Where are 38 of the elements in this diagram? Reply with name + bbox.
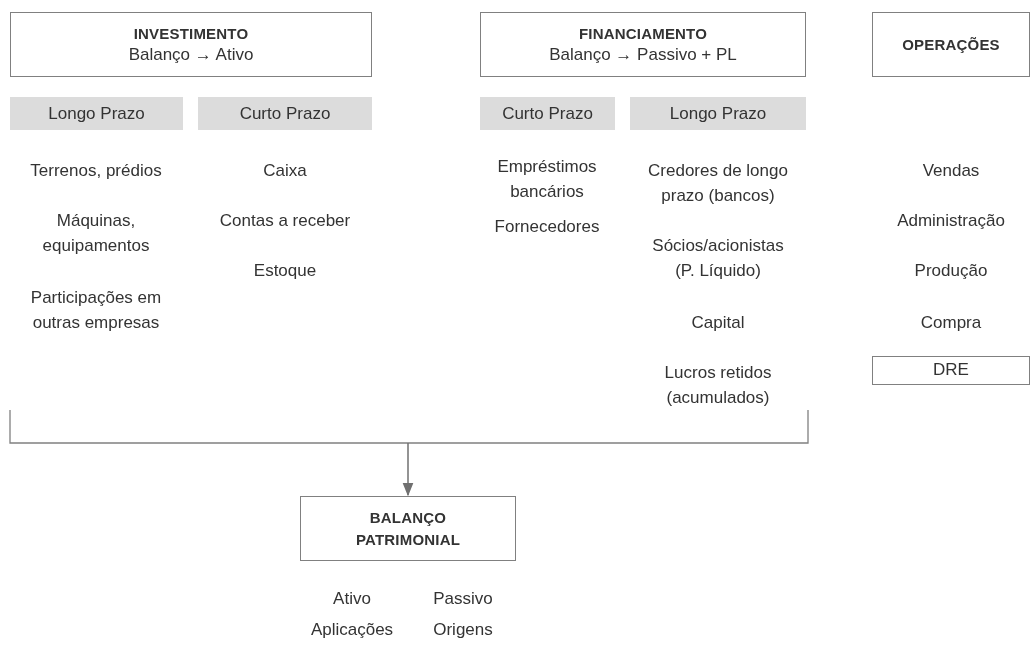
box-title: INVESTIMENTO [133,23,249,44]
box-subtitle: DRE [933,359,969,382]
item-label: Fornecedores [493,216,601,238]
item-label: Estoque [252,260,318,282]
box-subtitle: Balanço → Passivo + PL [549,44,737,67]
category-band: Longo Prazo [10,97,183,130]
item-label: Capital [690,312,746,334]
box-title: OPERAÇÕES [902,34,1000,55]
header-box [872,12,1030,77]
header-box [480,12,806,77]
item-label: Participações em outras empresas [29,287,163,334]
item-label: Máquinas, equipamentos [41,210,151,257]
box-title: FINANCIAMENTO [578,23,708,44]
category-band: Longo Prazo [630,97,806,130]
item-label: Administração [896,210,1006,232]
item-label: Origens [432,619,494,641]
item-label: Passivo [432,588,494,610]
item-label: Credores de longo prazo (bancos) [647,160,789,207]
item-label: Contas a receber [218,210,352,232]
item-label: Aplicações [309,619,395,641]
small-box [872,356,1030,385]
item-label: Produção [913,260,989,282]
result-box [300,496,516,561]
item-label: Empréstimos bancários [496,156,598,203]
item-label: Lucros retidos (acumulados) [663,362,773,409]
arrow [402,442,414,497]
item-label: Terrenos, prédios [29,160,163,182]
header-box [10,12,372,77]
item-label: Ativo [332,588,372,610]
box-title: BALANÇO PATRIMONIAL [354,507,462,550]
item-label: Sócios/acionistas (P. Líquido) [651,235,785,282]
category-band: Curto Prazo [480,97,615,130]
category-band: Curto Prazo [198,97,372,130]
bracket [9,409,809,444]
item-label: Caixa [262,160,308,182]
box-subtitle: Balanço → Ativo [128,44,254,67]
item-label: Compra [919,312,983,334]
item-label: Vendas [921,160,981,182]
